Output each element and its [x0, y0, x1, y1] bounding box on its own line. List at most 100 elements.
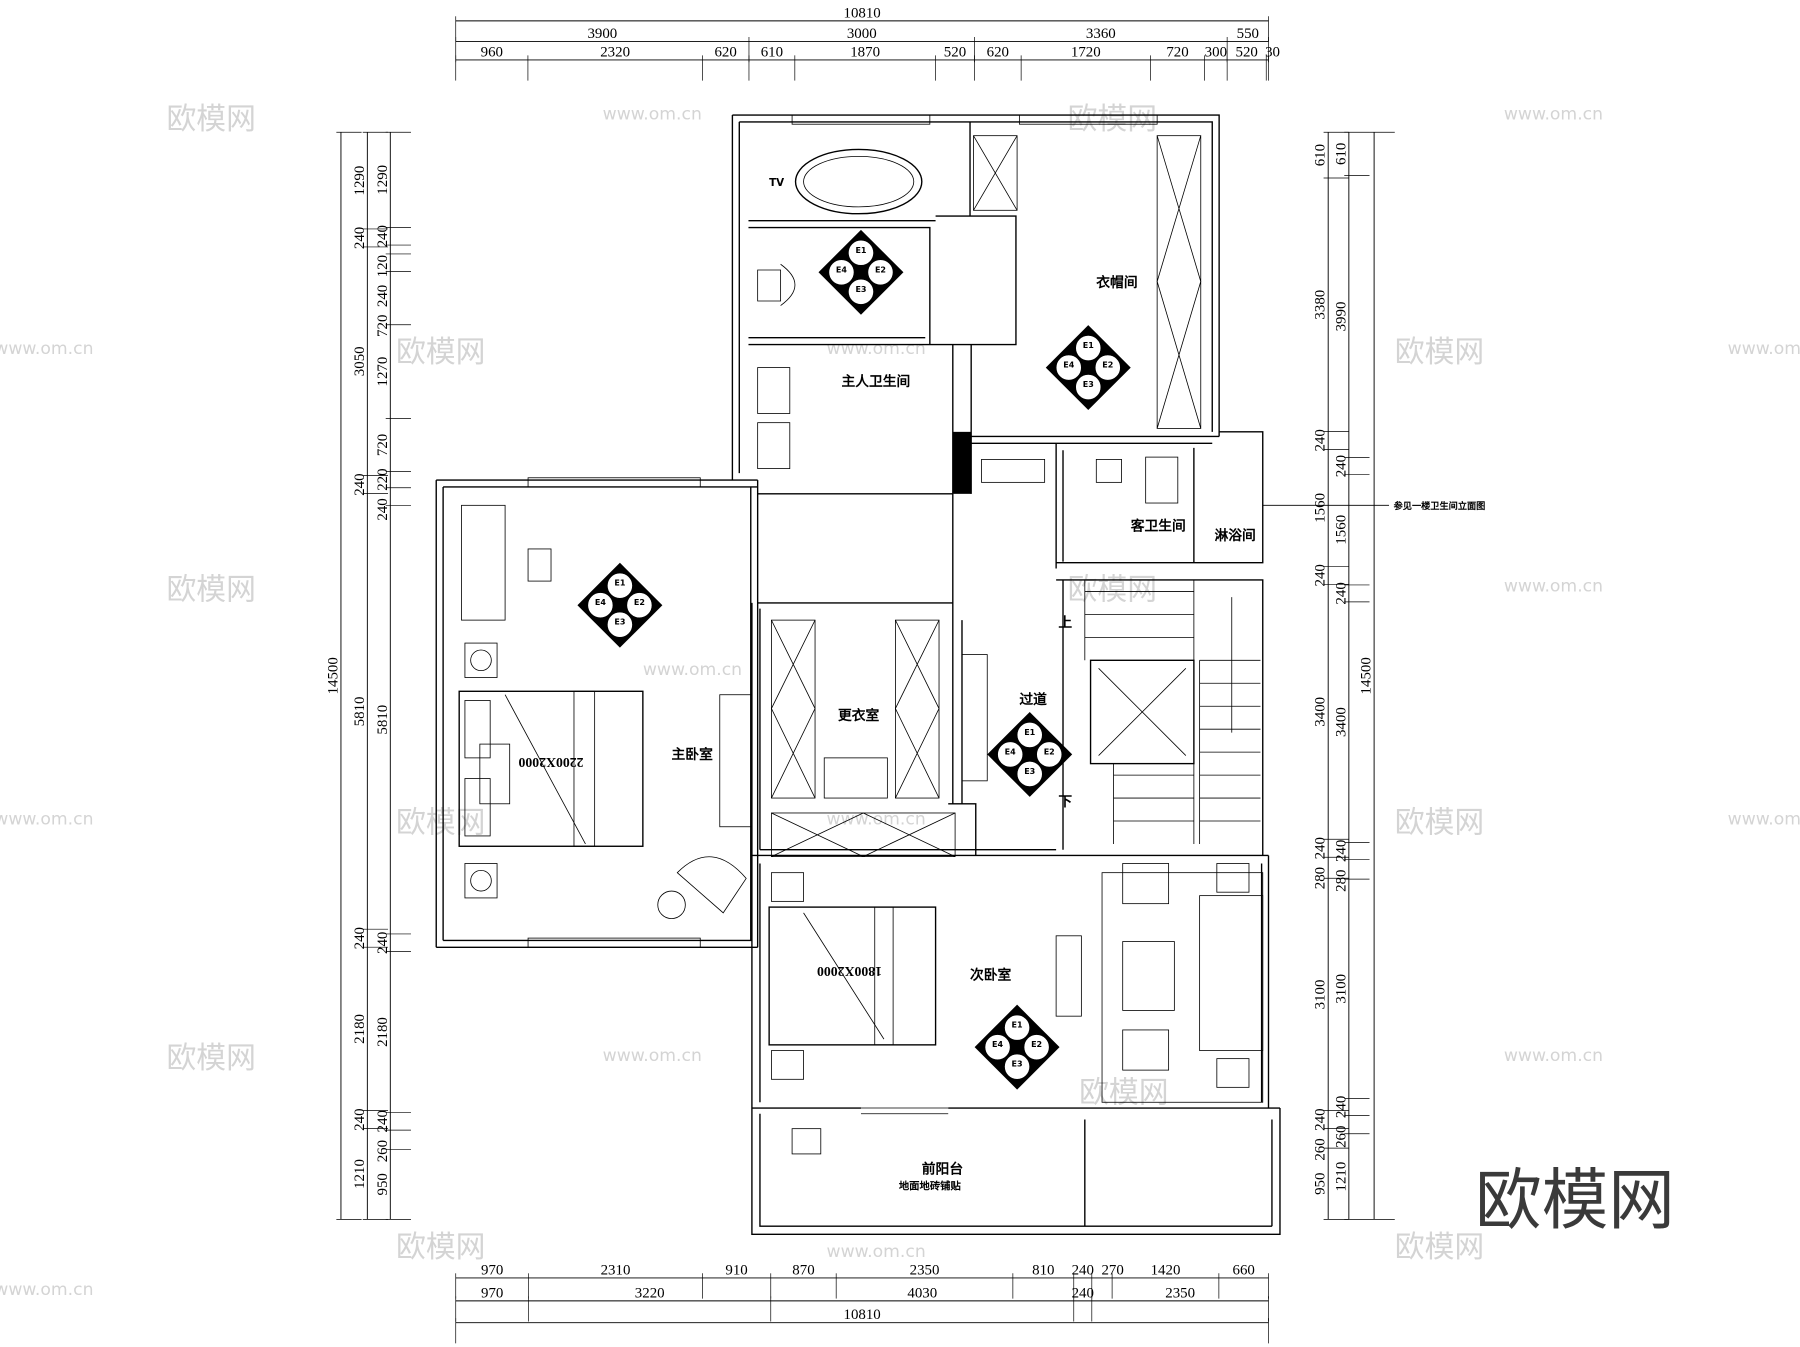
second-bed-size: 1800X2000: [817, 964, 882, 979]
dimension-value: 240: [1313, 429, 1329, 451]
dimension-value: 14500: [326, 657, 342, 694]
index-label: E1: [614, 579, 625, 588]
dimension-value: 260: [375, 1140, 391, 1162]
watermark-url-text: www.om.cn: [1504, 576, 1603, 596]
dimension-value: 240: [375, 225, 391, 247]
dimension-value: 30: [1265, 44, 1280, 60]
label-second-bedroom: 次卧室: [970, 966, 1012, 983]
label-balcony: 前阳台: [922, 1160, 964, 1177]
index-label: E2: [1044, 747, 1055, 756]
dimension-value: 3990: [1333, 302, 1349, 332]
dimension-value: 2180: [352, 1014, 368, 1044]
dimension-value: 3400: [1313, 697, 1329, 727]
watermark-logo-text: 欧模网: [166, 102, 255, 137]
index-label: E4: [1063, 361, 1074, 370]
watermark-logo-text: 欧模网: [1395, 805, 1484, 840]
label-corridor: 过道: [1019, 691, 1047, 708]
dimension-value: 3100: [1333, 974, 1349, 1004]
watermark-logo: 欧模网: [1475, 1161, 1675, 1239]
dimension-value: 260: [1313, 1138, 1329, 1160]
dimension-value: 3100: [1313, 980, 1329, 1010]
dimension-value: 240: [1333, 840, 1349, 862]
dimension-value: 1270: [375, 357, 391, 387]
index-label: E2: [875, 265, 886, 274]
bathtub: [794, 148, 923, 215]
dimension-value: 3400: [1333, 707, 1349, 737]
dimension-value: 5810: [352, 697, 368, 727]
watermark-logo-text: 欧模网: [166, 572, 255, 607]
dimension-value: 970: [481, 1262, 503, 1278]
dimension-value: 520: [1236, 44, 1258, 60]
dimension-value: 240: [1333, 582, 1349, 604]
dimension-value: 720: [375, 434, 391, 456]
watermark-layer: 欧模网欧模网欧模网欧模网欧模网欧模网欧模网欧模网欧模网欧模网欧模网欧模网www.…: [0, 102, 1800, 1300]
watermark-logo-text: 欧模网: [166, 1041, 255, 1076]
dimension-value: 10810: [843, 1307, 880, 1323]
dimension-value: 610: [761, 44, 783, 60]
index-label: E4: [595, 598, 606, 607]
second-bed: [768, 906, 937, 1046]
dimension-value: 220: [375, 468, 391, 490]
dimension-value: 1290: [375, 165, 391, 195]
label-master-bedroom: 主卧室: [672, 746, 714, 763]
stair-treads: [1084, 579, 1261, 844]
dimension-value: 240: [1313, 564, 1329, 586]
dimension-value: 2320: [600, 44, 630, 60]
dimension-value: 910: [725, 1262, 747, 1278]
label-stairs-down: 下: [1058, 794, 1072, 810]
dimension-value: 280: [1313, 867, 1329, 889]
dimension-left-detail: 1290240120240720127072022024058102402180…: [375, 131, 411, 1220]
dimension-value: 1560: [1313, 493, 1329, 523]
dimension-value: 14500: [1359, 657, 1375, 694]
dimension-value: 1870: [850, 44, 880, 60]
dimension-value: 1420: [1151, 1262, 1181, 1278]
dimension-value: 1560: [1333, 515, 1349, 545]
dimension-value: 3380: [1313, 290, 1329, 320]
index-label: E1: [1012, 1021, 1023, 1030]
dimension-value: 280: [1333, 870, 1349, 892]
label-dressing: 更衣室: [838, 707, 880, 724]
dimension-value: 950: [1313, 1173, 1329, 1195]
dimension-value: 810: [1032, 1262, 1054, 1278]
dimension-value: 520: [944, 44, 966, 60]
index-label: E3: [1083, 380, 1094, 389]
dimension-bottom-total: 10810: [455, 1307, 1269, 1344]
index-label: E3: [1024, 767, 1035, 776]
watermark-url-text: www.om.cn: [0, 809, 93, 829]
dimension-value: 240: [375, 498, 391, 520]
dimension-value: 1210: [1333, 1162, 1349, 1192]
index-label: E4: [992, 1040, 1003, 1049]
label-stairs-up: 上: [1058, 615, 1072, 631]
index-label: E3: [614, 618, 625, 627]
dimension-value: 240: [1072, 1285, 1094, 1301]
index-label: E2: [1102, 361, 1113, 370]
watermark-url-text: www.om.cn: [827, 1242, 926, 1262]
watermark-url-text: www.om.cn: [827, 339, 926, 359]
dimension-value: 240: [375, 285, 391, 307]
furniture: 2200X2000 1800X2000: [458, 148, 1264, 1155]
index-label: E3: [1012, 1060, 1023, 1069]
room-labels: 衣帽间 主人卫生间 客卫生间 淋浴间 过道 更衣室 主卧室 次卧室 前阳台 地面…: [672, 177, 1486, 1192]
dimension-value: 3220: [635, 1285, 665, 1301]
watermark-logo-text: 欧模网: [1395, 1230, 1484, 1265]
dimension-value: 720: [1166, 44, 1188, 60]
dimension-value: 2350: [1165, 1285, 1195, 1301]
watermark-url-text: www.om.cn: [1728, 339, 1800, 359]
watermark-url-text: www.om.cn: [0, 1280, 93, 1300]
index-label: E1: [1024, 728, 1035, 737]
dimension-value: 260: [1333, 1126, 1349, 1148]
watermark-logo-text: 欧模网: [396, 335, 485, 370]
watermark-logo-text: 欧模网: [1068, 102, 1157, 137]
dimension-value: 240: [352, 1108, 368, 1130]
elevator: [1089, 659, 1195, 765]
dimension-value: 720: [375, 315, 391, 337]
dimension-value: 3360: [1086, 26, 1116, 42]
dimension-value: 2310: [601, 1262, 631, 1278]
